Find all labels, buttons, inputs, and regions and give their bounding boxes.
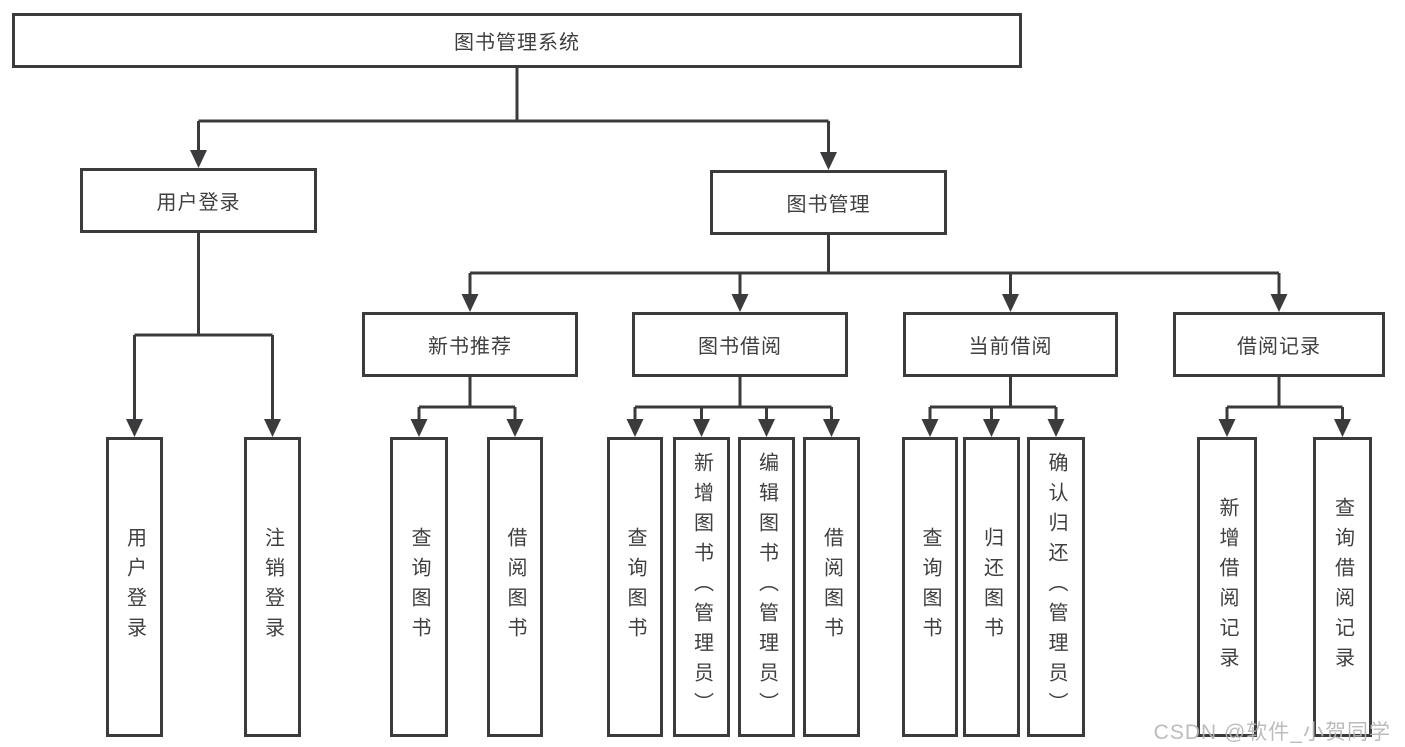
leaf-newbook-query-label: 查询图书 bbox=[408, 527, 430, 647]
node-book-management: 图书管理 bbox=[710, 170, 947, 235]
leaf-borrow-query: 查询图书 bbox=[607, 437, 663, 737]
leaf-newbook-borrow: 借阅图书 bbox=[487, 437, 543, 737]
leaf-query-borrow-record: 查询借阅记录 bbox=[1313, 437, 1372, 737]
leaf-current-query: 查询图书 bbox=[902, 437, 958, 737]
leaf-borrow-query-label: 查询图书 bbox=[624, 527, 646, 647]
node-current-borrow-label: 当前借阅 bbox=[968, 336, 1053, 358]
leaf-return-book-label: 归还图书 bbox=[980, 527, 1003, 647]
node-root-system: 图书管理系统 bbox=[12, 13, 1022, 68]
leaf-newbook-query: 查询图书 bbox=[390, 437, 448, 737]
leaf-borrow-edit-book-admin: 编辑图书（管理员） bbox=[738, 437, 795, 737]
node-borrow-records: 借阅记录 bbox=[1173, 312, 1385, 377]
node-borrow-records-label: 借阅记录 bbox=[1237, 336, 1321, 358]
leaf-user-login: 用户登录 bbox=[106, 437, 163, 737]
node-new-book-recommend: 新书推荐 bbox=[362, 312, 578, 377]
leaf-borrow-add-book-admin-label: 新增图书（管理员） bbox=[690, 452, 713, 722]
leaf-borrow-book-label: 借阅图书 bbox=[820, 527, 843, 647]
node-new-book-recommend-label: 新书推荐 bbox=[428, 336, 512, 358]
node-book-borrow-label: 图书借阅 bbox=[698, 336, 782, 358]
leaf-newbook-borrow-label: 借阅图书 bbox=[504, 527, 526, 647]
leaf-query-borrow-record-label: 查询借阅记录 bbox=[1331, 497, 1354, 677]
leaf-user-login-label: 用户登录 bbox=[123, 527, 146, 647]
leaf-confirm-return-admin: 确认归还（管理员） bbox=[1027, 437, 1085, 737]
leaf-logout-label: 注销登录 bbox=[261, 527, 284, 647]
leaf-borrow-add-book-admin: 新增图书（管理员） bbox=[673, 437, 730, 737]
leaf-borrow-book: 借阅图书 bbox=[803, 437, 860, 737]
node-current-borrow: 当前借阅 bbox=[903, 312, 1118, 377]
leaf-current-query-label: 查询图书 bbox=[919, 527, 941, 647]
leaf-confirm-return-admin-label: 确认归还（管理员） bbox=[1045, 452, 1067, 722]
node-book-borrow: 图书借阅 bbox=[632, 312, 848, 377]
leaf-logout: 注销登录 bbox=[244, 437, 301, 737]
leaf-add-borrow-record: 新增借阅记录 bbox=[1197, 437, 1257, 737]
leaf-add-borrow-record-label: 新增借阅记录 bbox=[1216, 497, 1238, 677]
node-user-login-label: 用户登录 bbox=[156, 192, 241, 214]
leaf-borrow-edit-book-admin-label: 编辑图书（管理员） bbox=[755, 452, 778, 722]
node-book-management-label: 图书管理 bbox=[786, 194, 871, 216]
csdn-watermark: CSDN @软件_小贺同学 bbox=[1153, 721, 1391, 744]
leaf-return-book: 归还图书 bbox=[963, 437, 1020, 737]
node-root-system-label: 图书管理系统 bbox=[454, 32, 580, 54]
node-user-login: 用户登录 bbox=[80, 168, 317, 233]
